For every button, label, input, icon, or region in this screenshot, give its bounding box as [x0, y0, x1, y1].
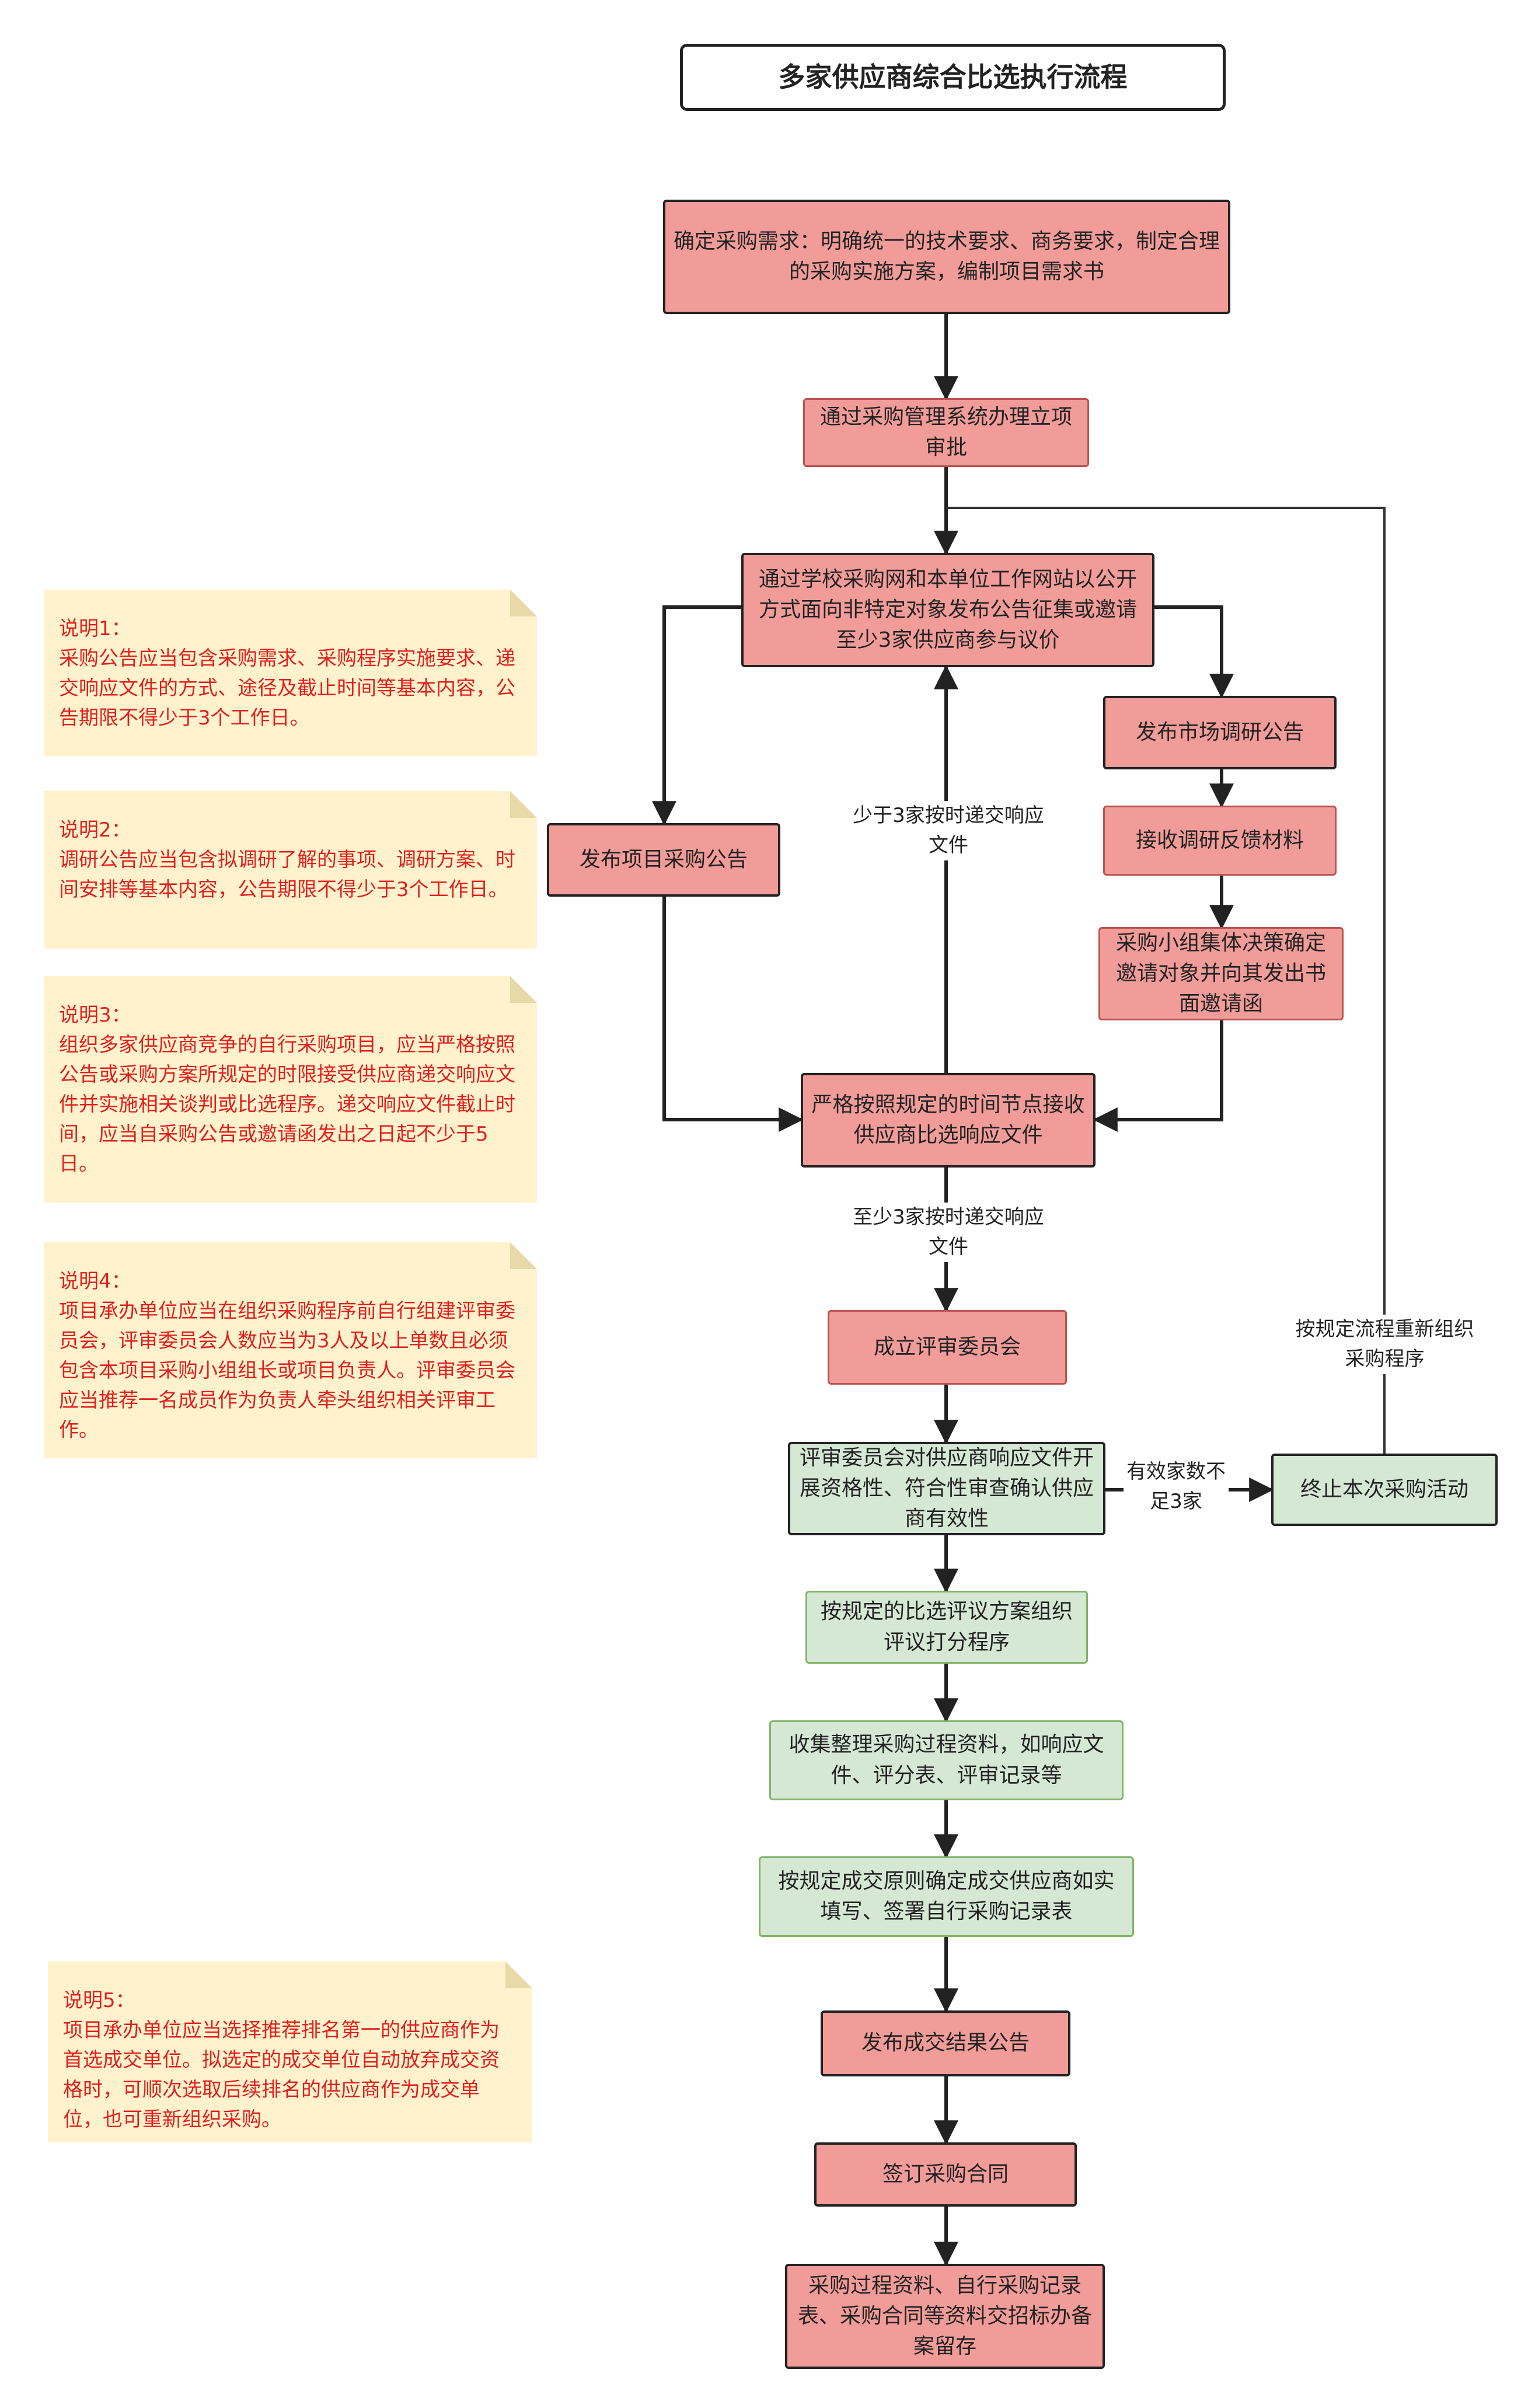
- node-market-survey-notice: 发布市场调研公告: [1103, 696, 1337, 769]
- note-text: 项目承办单位应当在组织采购程序前自行组建评审委员会，评审委员会人数应当为3人及以…: [59, 1299, 515, 1442]
- node-form-committee: 成立评审委员会: [828, 1310, 1067, 1385]
- node-qualification-review: 评审委员会对供应商响应文件开展资格性、符合性审查确认供应商有效性: [788, 1442, 1105, 1535]
- node-receive-responses: 严格按照规定的时间节点接收供应商比选响应文件: [801, 1073, 1096, 1168]
- note-1: 说明1： 采购公告应当包含采购需求、采购程序实施要求、递交响应文件的方式、途径及…: [44, 590, 537, 756]
- arrow-project-notice-to-receive: [662, 897, 804, 1132]
- label-less-than-three: 少于3家按时递交响应文件: [852, 801, 1045, 860]
- node-receive-feedback: 接收调研反馈材料: [1103, 806, 1337, 876]
- arrow-invite-to-receive: [1093, 1020, 1223, 1132]
- note-2: 说明2： 调研公告应当包含拟调研了解的事项、调研方案、时间安排等基本内容，公告期…: [44, 791, 537, 949]
- note-text: 采购公告应当包含采购需求、采购程序实施要求、递交响应文件的方式、途径及截止时间等…: [59, 647, 515, 730]
- node-sign-contract: 签订采购合同: [814, 2142, 1077, 2207]
- label-insufficient-suppliers: 有效家数不足3家: [1124, 1457, 1229, 1517]
- arrow-publish-to-project-notice: [652, 605, 741, 826]
- node-terminate-procurement: 终止本次采购活动: [1271, 1454, 1498, 1526]
- note-title: 说明1：: [59, 617, 131, 640]
- node-determine-need: 确定采购需求：明确统一的技术要求、商务要求，制定合理的采购实施方案，编制项目需求…: [663, 200, 1230, 314]
- node-project-approval: 通过采购管理系统办理立项审批: [803, 398, 1089, 467]
- node-determine-winner: 按规定成交原则确定成交供应商如实填写、签署自行采购记录表: [759, 1856, 1134, 1937]
- note-text: 组织多家供应商竞争的自行采购项目，应当严格按照公告或采购方案所规定的时限接受供应…: [59, 1033, 515, 1176]
- node-project-notice: 发布项目采购公告: [547, 823, 780, 897]
- note-title: 说明2：: [59, 818, 131, 842]
- note-title: 说明4：: [59, 1270, 131, 1293]
- node-invite-suppliers: 采购小组集体决策确定邀请对象并向其发出书面邀请函: [1098, 927, 1344, 1020]
- note-text: 项目承办单位应当选择推荐排名第一的供应商作为首选成交单位。拟选定的成交单位自动放…: [63, 2019, 500, 2131]
- note-title: 说明3：: [59, 1003, 131, 1027]
- page-title: 多家供应商综合比选执行流程: [680, 44, 1226, 111]
- note-3: 说明3： 组织多家供应商竞争的自行采购项目，应当严格按照公告或采购方案所规定的时…: [44, 976, 537, 1203]
- node-publish-result: 发布成交结果公告: [821, 2010, 1070, 2076]
- node-organize-evaluation: 按规定的比选评议方案组织评议打分程序: [805, 1591, 1088, 1664]
- node-publish-announcement: 通过学校采购网和本单位工作网站以公开方式面向非特定对象发布公告征集或邀请至少3家…: [741, 553, 1154, 667]
- label-at-least-three: 至少3家按时递交响应文件: [852, 1203, 1045, 1262]
- label-restart-procurement: 按规定流程重新组织采购程序: [1293, 1315, 1477, 1374]
- note-5: 说明5： 项目承办单位应当选择推荐排名第一的供应商作为首选成交单位。拟选定的成交…: [48, 1961, 532, 2142]
- line-terminate-to-restart: [946, 507, 1386, 1454]
- arrow-publish-to-market-notice: [1154, 605, 1234, 699]
- node-collect-materials: 收集整理采购过程资料，如响应文件、评分表、评审记录等: [769, 1720, 1124, 1800]
- note-4: 说明4： 项目承办单位应当在组织采购程序前自行组建评审委员会，评审委员会人数应当…: [44, 1242, 537, 1458]
- note-text: 调研公告应当包含拟调研了解的事项、调研方案、时间安排等基本内容，公告期限不得少于…: [59, 848, 515, 901]
- node-archive-materials: 采购过程资料、自行采购记录表、采购合同等资料交招标办备案留存: [785, 2264, 1105, 2369]
- note-title: 说明5：: [63, 1989, 135, 2012]
